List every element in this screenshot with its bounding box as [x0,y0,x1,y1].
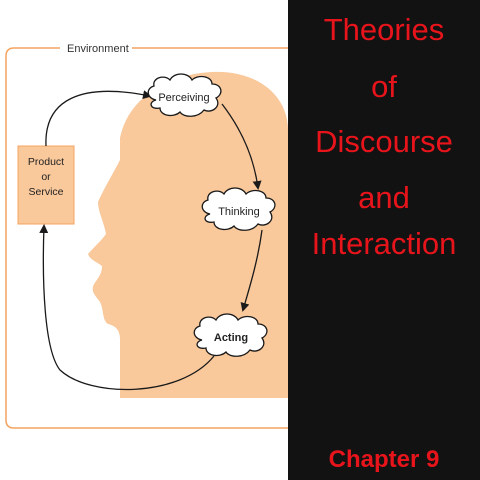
acting-label: Acting [214,332,248,344]
diagram-panel: Environment Product or Service Perceivin… [5,43,288,429]
cloud-thinking: Thinking [201,187,276,231]
service-label: Service [28,186,63,198]
title-panel: Theories of Discourse and Interaction Ch… [288,0,480,480]
product-label: Product [28,156,64,168]
thinking-label: Thinking [218,206,260,218]
perceiving-label: Perceiving [158,92,209,104]
product-service-box [17,145,75,225]
title-line-discourse: Discourse [315,124,453,159]
cloud-perceiving: Perceiving [147,73,222,117]
title-line-interaction: Interaction [311,226,457,261]
chapter-label: Chapter 9 [328,446,440,473]
arrow-perceiving-to-thinking [221,103,262,190]
title-line-theories: Theories [323,12,445,47]
cloud-acting: Acting [193,313,268,357]
arrow-acting-to-box [39,224,215,391]
title-line-of: of [371,69,397,104]
environment-label: Environment [67,43,129,55]
arrow-box-to-perceiving [45,90,152,147]
perception-action-diagram: Environment Product or Service Perceivin… [5,43,288,429]
or-label: or [41,171,51,183]
arrow-thinking-to-acting [240,229,263,312]
environment-frame [5,47,288,429]
title-line-and: and [358,180,410,215]
head-silhouette [88,71,288,398]
